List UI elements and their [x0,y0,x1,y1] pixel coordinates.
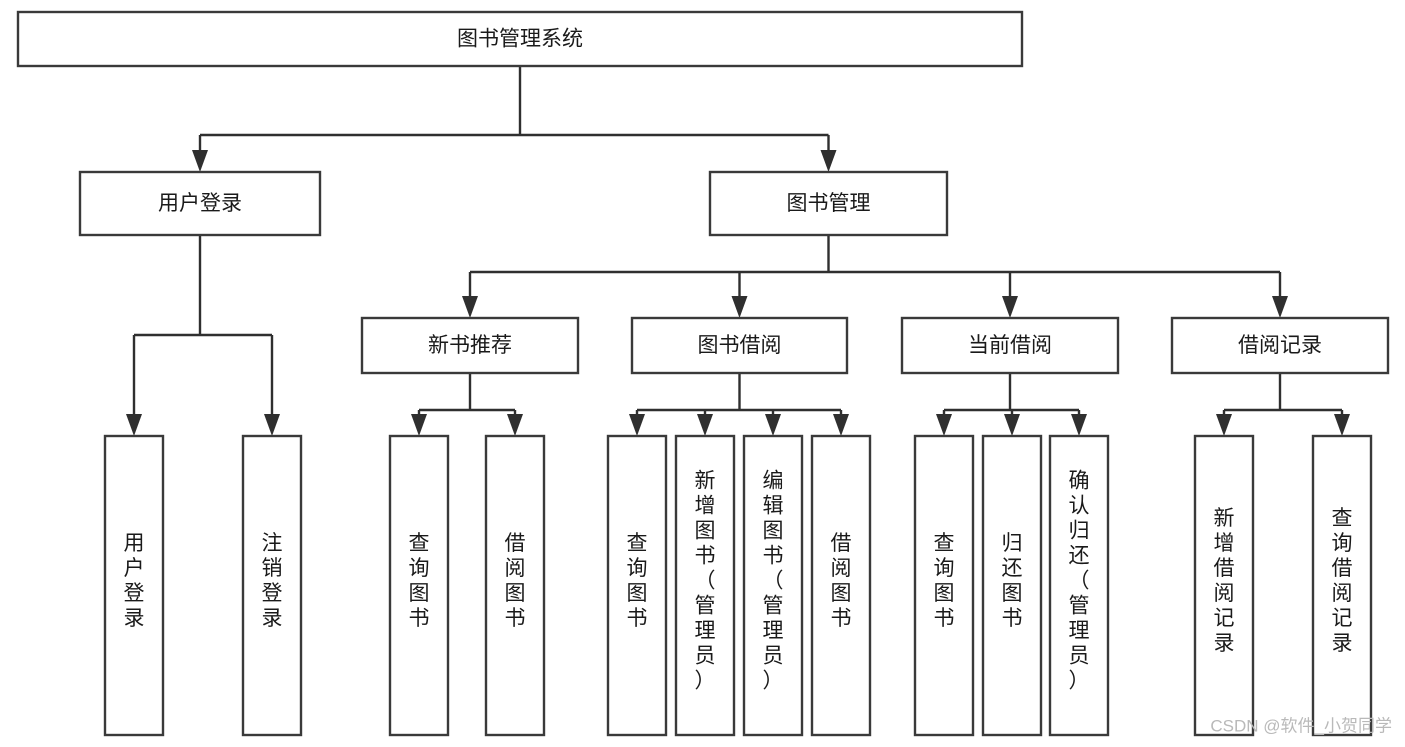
node-leaf-borrow-book-1-rect[interactable] [484,434,546,737]
node-leaf-query-book-1-rect[interactable] [388,434,450,737]
arrow-down-icon-leaf-confirm-return [1071,414,1087,436]
arrow-down-icon-leaf-query-record [1334,414,1350,436]
csdn-watermark: CSDN @软件_小贺同学 [1210,716,1392,735]
node-leaf-query-book-1-label: 查询图书 [409,532,430,630]
node-leaf-add-record-rect[interactable] [1193,434,1255,737]
node-leaf-query-book-3-rect[interactable] [913,434,975,737]
arrow-down-icon-user-login [192,150,208,172]
node-book-borrow-label: 图书借阅 [698,334,782,357]
node-leaf-borrow-book-1-label: 借阅图书 [505,532,526,630]
node-leaf-query-book-2-label: 查询图书 [627,532,648,630]
node-book-manage-label: 图书管理 [787,192,871,215]
node-leaf-query-book-1[interactable]: 查询图书 [388,434,450,737]
arrow-down-icon-leaf-query-book-2 [629,414,645,436]
node-book-borrow[interactable]: 图书借阅 [630,316,849,375]
connectors-layer [126,66,1350,436]
node-leaf-logout-login-rect[interactable] [241,434,303,737]
node-leaf-edit-book-label: 编辑图书（管理员） [763,470,784,693]
node-leaf-add-book[interactable]: 新增图书（管理员） [674,434,736,737]
node-borrow-record-label: 借阅记录 [1238,334,1322,357]
node-leaf-borrow-book-2-label: 借阅图书 [831,532,852,630]
node-book-manage[interactable]: 图书管理 [708,170,949,237]
node-book-borrow-rect[interactable] [630,316,849,375]
arrow-down-icon-leaf-edit-book [765,414,781,436]
node-leaf-confirm-return[interactable]: 确认归还（管理员） [1048,434,1110,737]
node-leaf-confirm-return-label: 确认归还（管理员） [1069,470,1090,693]
node-leaf-user-login-rect[interactable] [103,434,165,737]
node-leaf-query-book-2[interactable]: 查询图书 [606,434,668,737]
node-leaf-borrow-book-2-rect[interactable] [810,434,872,737]
node-leaf-logout-login-label: 注销登录 [262,532,283,630]
node-new-book-recommend-label: 新书推荐 [428,334,512,357]
node-user-login[interactable]: 用户登录 [78,170,322,237]
node-borrow-record[interactable]: 借阅记录 [1170,316,1390,375]
arrow-down-icon-leaf-query-book-3 [936,414,952,436]
arrow-down-icon-leaf-borrow-book-2 [833,414,849,436]
node-leaf-add-record[interactable]: 新增借阅记录 [1193,434,1255,737]
node-leaf-return-book[interactable]: 归还图书 [981,434,1043,737]
node-borrow-record-rect[interactable] [1170,316,1390,375]
arrow-down-icon-book-borrow [731,296,748,318]
node-leaf-add-record-label: 新增借阅记录 [1214,507,1235,655]
node-leaf-confirm-return-rect[interactable] [1048,434,1110,737]
node-leaf-edit-book-rect[interactable] [742,434,804,737]
node-leaf-add-book-label: 新增图书（管理员） [695,470,716,693]
arrow-down-icon-leaf-borrow-book-1 [507,414,523,436]
node-leaf-borrow-book-1[interactable]: 借阅图书 [484,434,546,737]
node-leaf-return-book-rect[interactable] [981,434,1043,737]
root-node-system-rect[interactable] [16,10,1024,68]
node-current-borrow-label: 当前借阅 [968,334,1052,357]
node-leaf-query-record-label: 查询借阅记录 [1332,507,1353,655]
arrow-down-icon-leaf-add-record [1216,414,1232,436]
node-leaf-user-login-label: 用户登录 [124,532,145,630]
arrow-down-icon-current-borrow [1002,296,1018,318]
node-leaf-logout-login[interactable]: 注销登录 [241,434,303,737]
node-leaf-query-record[interactable]: 查询借阅记录 [1311,434,1373,737]
arrow-down-icon-leaf-logout-login [264,414,280,436]
node-book-manage-rect[interactable] [708,170,949,237]
node-leaf-edit-book[interactable]: 编辑图书（管理员） [742,434,804,737]
arrow-down-icon-leaf-return-book [1004,414,1020,436]
root-node-system[interactable]: 图书管理系统 [16,10,1024,68]
arrow-down-icon-new-book-recommend [462,296,478,318]
node-new-book-recommend[interactable]: 新书推荐 [360,316,580,375]
node-current-borrow[interactable]: 当前借阅 [900,316,1120,375]
node-user-login-rect[interactable] [78,170,322,237]
node-new-book-recommend-rect[interactable] [360,316,580,375]
arrow-down-icon-book-manage [820,150,837,172]
node-boxes-layer: 图书管理系统用户登录图书管理新书推荐图书借阅当前借阅借阅记录用户登录注销登录查询… [16,10,1390,737]
arrow-down-icon-leaf-user-login [126,414,142,436]
node-leaf-query-book-2-rect[interactable] [606,434,668,737]
node-leaf-query-book-3-label: 查询图书 [934,532,955,630]
node-leaf-user-login[interactable]: 用户登录 [103,434,165,737]
node-leaf-query-record-rect[interactable] [1311,434,1373,737]
arrow-down-icon-borrow-record [1272,296,1288,318]
arrow-down-icon-leaf-query-book-1 [411,414,427,436]
arrow-down-icon-leaf-add-book [697,414,713,436]
node-leaf-add-book-rect[interactable] [674,434,736,737]
root-node-system-label: 图书管理系统 [457,28,583,51]
node-leaf-return-book-label: 归还图书 [1002,532,1023,630]
node-current-borrow-rect[interactable] [900,316,1120,375]
node-user-login-label: 用户登录 [158,192,242,215]
node-leaf-query-book-3[interactable]: 查询图书 [913,434,975,737]
node-leaf-borrow-book-2[interactable]: 借阅图书 [810,434,872,737]
